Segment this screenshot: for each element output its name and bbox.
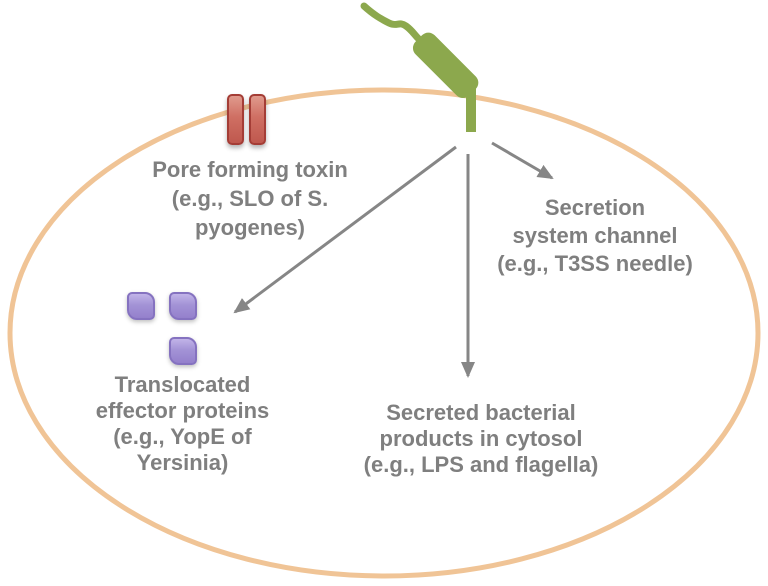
pore-toxin-label: Pore forming toxin (e.g., SLO of S. pyog…	[152, 157, 348, 240]
pore-toxin-channel-icon	[249, 94, 266, 145]
pore-toxin-channel-icon	[227, 94, 244, 145]
secretion-channel-label: Secretion system channel (e.g., T3SS nee…	[497, 195, 693, 276]
t3ss-needle-icon	[466, 86, 476, 132]
effector-proteins-label: Translocated effector proteins (e.g., Yo…	[95, 372, 270, 475]
effector-protein-icon	[169, 292, 197, 320]
effector-protein-icon	[169, 337, 197, 365]
arrow-to-secretion-channel	[491, 141, 554, 180]
arrow-to-effector-proteins	[233, 145, 457, 314]
bacterium-icon	[360, 2, 479, 132]
flagellum-icon	[360, 2, 425, 45]
bacterium-body-icon	[412, 32, 479, 99]
secreted-products-label: Secreted bacterial products in cytosol (…	[363, 400, 599, 477]
effector-protein-icon	[127, 292, 155, 320]
cell-membrane-icon	[7, 87, 761, 579]
